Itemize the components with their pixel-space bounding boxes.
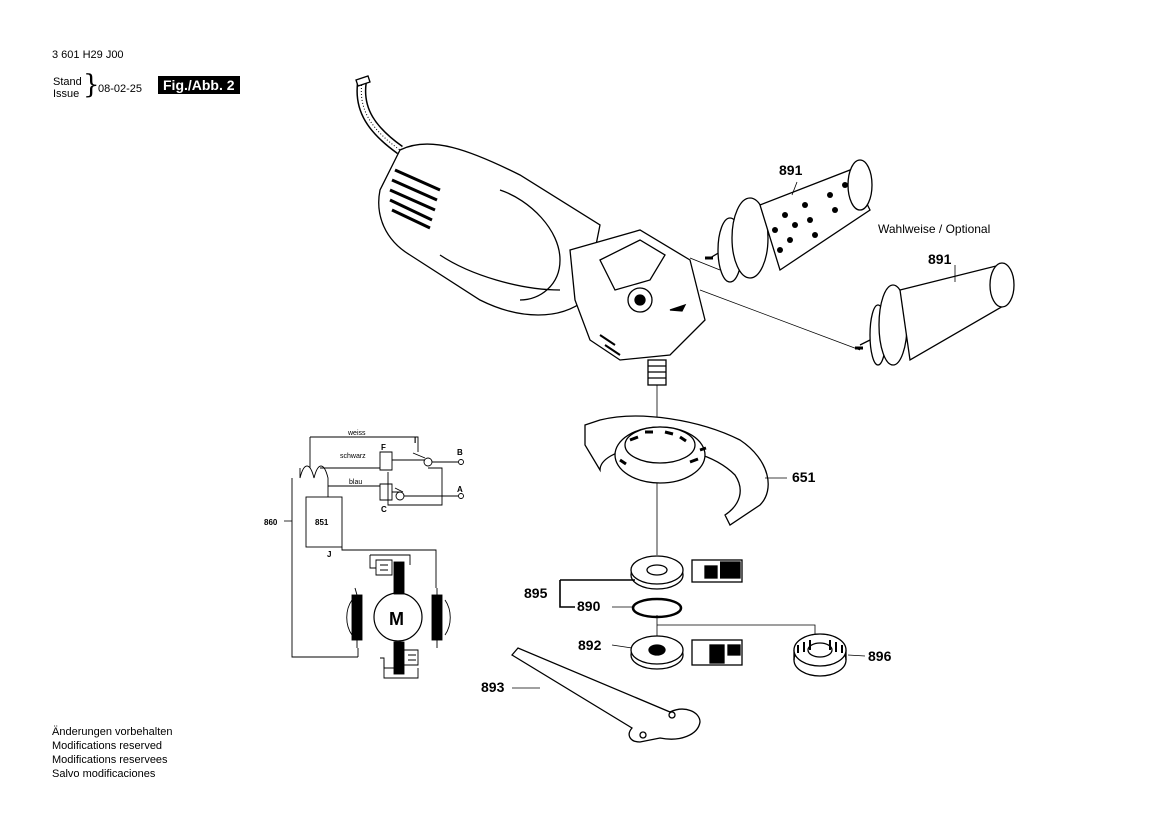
terminal-label-f: F	[381, 443, 386, 452]
part-label-891-smooth: 891	[928, 251, 952, 267]
wire-label-weiss: weiss	[347, 430, 366, 437]
footer-line-de: Änderungen vorbehalten	[52, 726, 173, 738]
quick-clamping-nut	[793, 633, 847, 677]
footer-notes: Änderungen vorbehalten Modifications res…	[52, 725, 172, 781]
terminal-label-b: B	[457, 448, 463, 457]
wire-label-blau: blau	[349, 479, 362, 486]
brace-symbol: }	[83, 70, 100, 100]
terminal-label-a: A	[457, 485, 463, 494]
footer-line-fr: Modifications reservees	[52, 754, 168, 766]
part-label-895: 895	[524, 585, 548, 601]
footer-line-es: Salvo modificaciones	[52, 768, 156, 780]
wiring-diagram	[291, 436, 464, 679]
auxiliary-handle-textured	[705, 159, 873, 283]
terminal-label-j: J	[327, 550, 331, 559]
angle-grinder-body	[378, 143, 706, 386]
wheel-guard	[584, 415, 769, 526]
issue-label: Issue	[53, 88, 80, 100]
clamping-nut	[630, 635, 743, 670]
motor-symbol: M	[389, 609, 404, 629]
stand-issue-label: Stand Issue	[53, 76, 82, 100]
part-label-890: 890	[577, 598, 601, 614]
figure-label: Fig./Abb. 2	[158, 76, 240, 94]
part-label-896: 896	[868, 648, 892, 664]
part-label-893: 893	[481, 679, 505, 695]
footer-line-en: Modifications reserved	[52, 740, 163, 752]
part-label-892: 892	[578, 637, 602, 653]
stand-label: Stand	[53, 76, 82, 88]
optional-note: Wahlweise / Optional	[878, 222, 991, 236]
terminal-label-i: I	[414, 436, 416, 445]
part-label-851: 851	[315, 518, 329, 527]
part-label-891-textured: 891	[779, 162, 803, 178]
part-label-651: 651	[792, 469, 816, 485]
mounting-flange	[630, 555, 743, 590]
issue-date: 08-02-25	[98, 83, 143, 95]
wire-label-schwarz: schwarz	[340, 453, 366, 460]
document-number: 3 601 H29 J00	[52, 49, 124, 61]
auxiliary-handle-smooth	[855, 262, 1015, 366]
terminal-label-c: C	[381, 505, 387, 514]
spanner-wrench	[511, 647, 701, 743]
o-ring	[631, 597, 683, 619]
power-cord	[355, 75, 403, 155]
part-label-860: 860	[264, 518, 278, 527]
